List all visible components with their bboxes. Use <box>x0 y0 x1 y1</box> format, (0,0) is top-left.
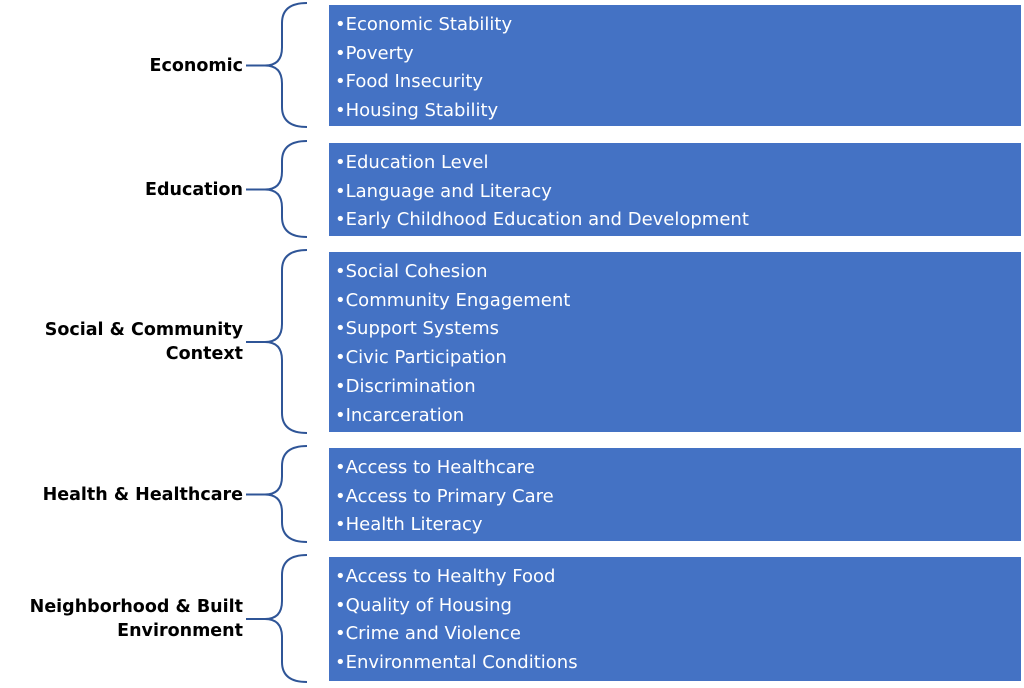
list-item: •Social Cohesion <box>335 261 488 282</box>
list-item: •Support Systems <box>335 318 499 340</box>
curly-brace-icon <box>246 249 308 434</box>
category-label-line: Environment <box>117 621 243 641</box>
category-label-line: Education <box>145 179 243 200</box>
curly-brace-icon <box>246 445 308 543</box>
list-item: •Community Engagement <box>335 289 571 311</box>
list-item: •Economic Stability <box>335 14 513 35</box>
list-item: •Access to Healthy Food <box>335 566 556 587</box>
category-label: Education <box>145 178 243 202</box>
list-item: •Civic Participation <box>335 347 507 369</box>
list-item: •Early Childhood Education and Developme… <box>335 209 749 231</box>
list-item: •Discrimination <box>335 375 476 397</box>
category-label-line: Context <box>165 344 243 364</box>
category-box: •Education Level •Language and Literacy •E… <box>329 143 1021 236</box>
list-item: •Quality of Housing <box>335 594 512 616</box>
curly-brace-icon <box>246 140 308 238</box>
list-item: •Incarceration <box>335 404 465 426</box>
list-item: •Health Literacy <box>335 514 483 536</box>
list-item: •Access to Healthcare <box>335 457 535 478</box>
curly-brace-icon <box>246 554 308 683</box>
list-item: •Crime and Violence <box>335 623 521 645</box>
category-label-line: Health & Healthcare <box>42 484 243 505</box>
category-label-line: Neighborhood & Built <box>29 597 243 617</box>
category-label: Health & Healthcare <box>43 483 243 507</box>
category-box: •Economic Stability •Poverty •Food Insecur… <box>329 5 1021 126</box>
list-item: •Housing Stability <box>335 100 499 122</box>
list-item: •Education Level <box>335 152 489 173</box>
category-label-line: Social & Community <box>44 320 243 340</box>
curly-brace-icon <box>246 2 308 128</box>
category-label: Economic <box>150 54 243 78</box>
list-item: •Food Insecurity <box>335 71 484 93</box>
category-box: •Access to Healthcare •Access to Primary … <box>329 448 1021 541</box>
category-box: •Access to Healthy Food •Quality of Housi… <box>329 557 1021 681</box>
list-item: •Language and Literacy <box>335 180 552 202</box>
list-item: •Environmental Conditions <box>335 652 578 674</box>
category-box: •Social Cohesion •Community Engagement •Su… <box>329 252 1021 432</box>
list-item: •Poverty <box>335 42 414 64</box>
category-label-line: Economic <box>149 55 243 76</box>
list-item: •Access to Primary Care <box>335 485 554 507</box>
